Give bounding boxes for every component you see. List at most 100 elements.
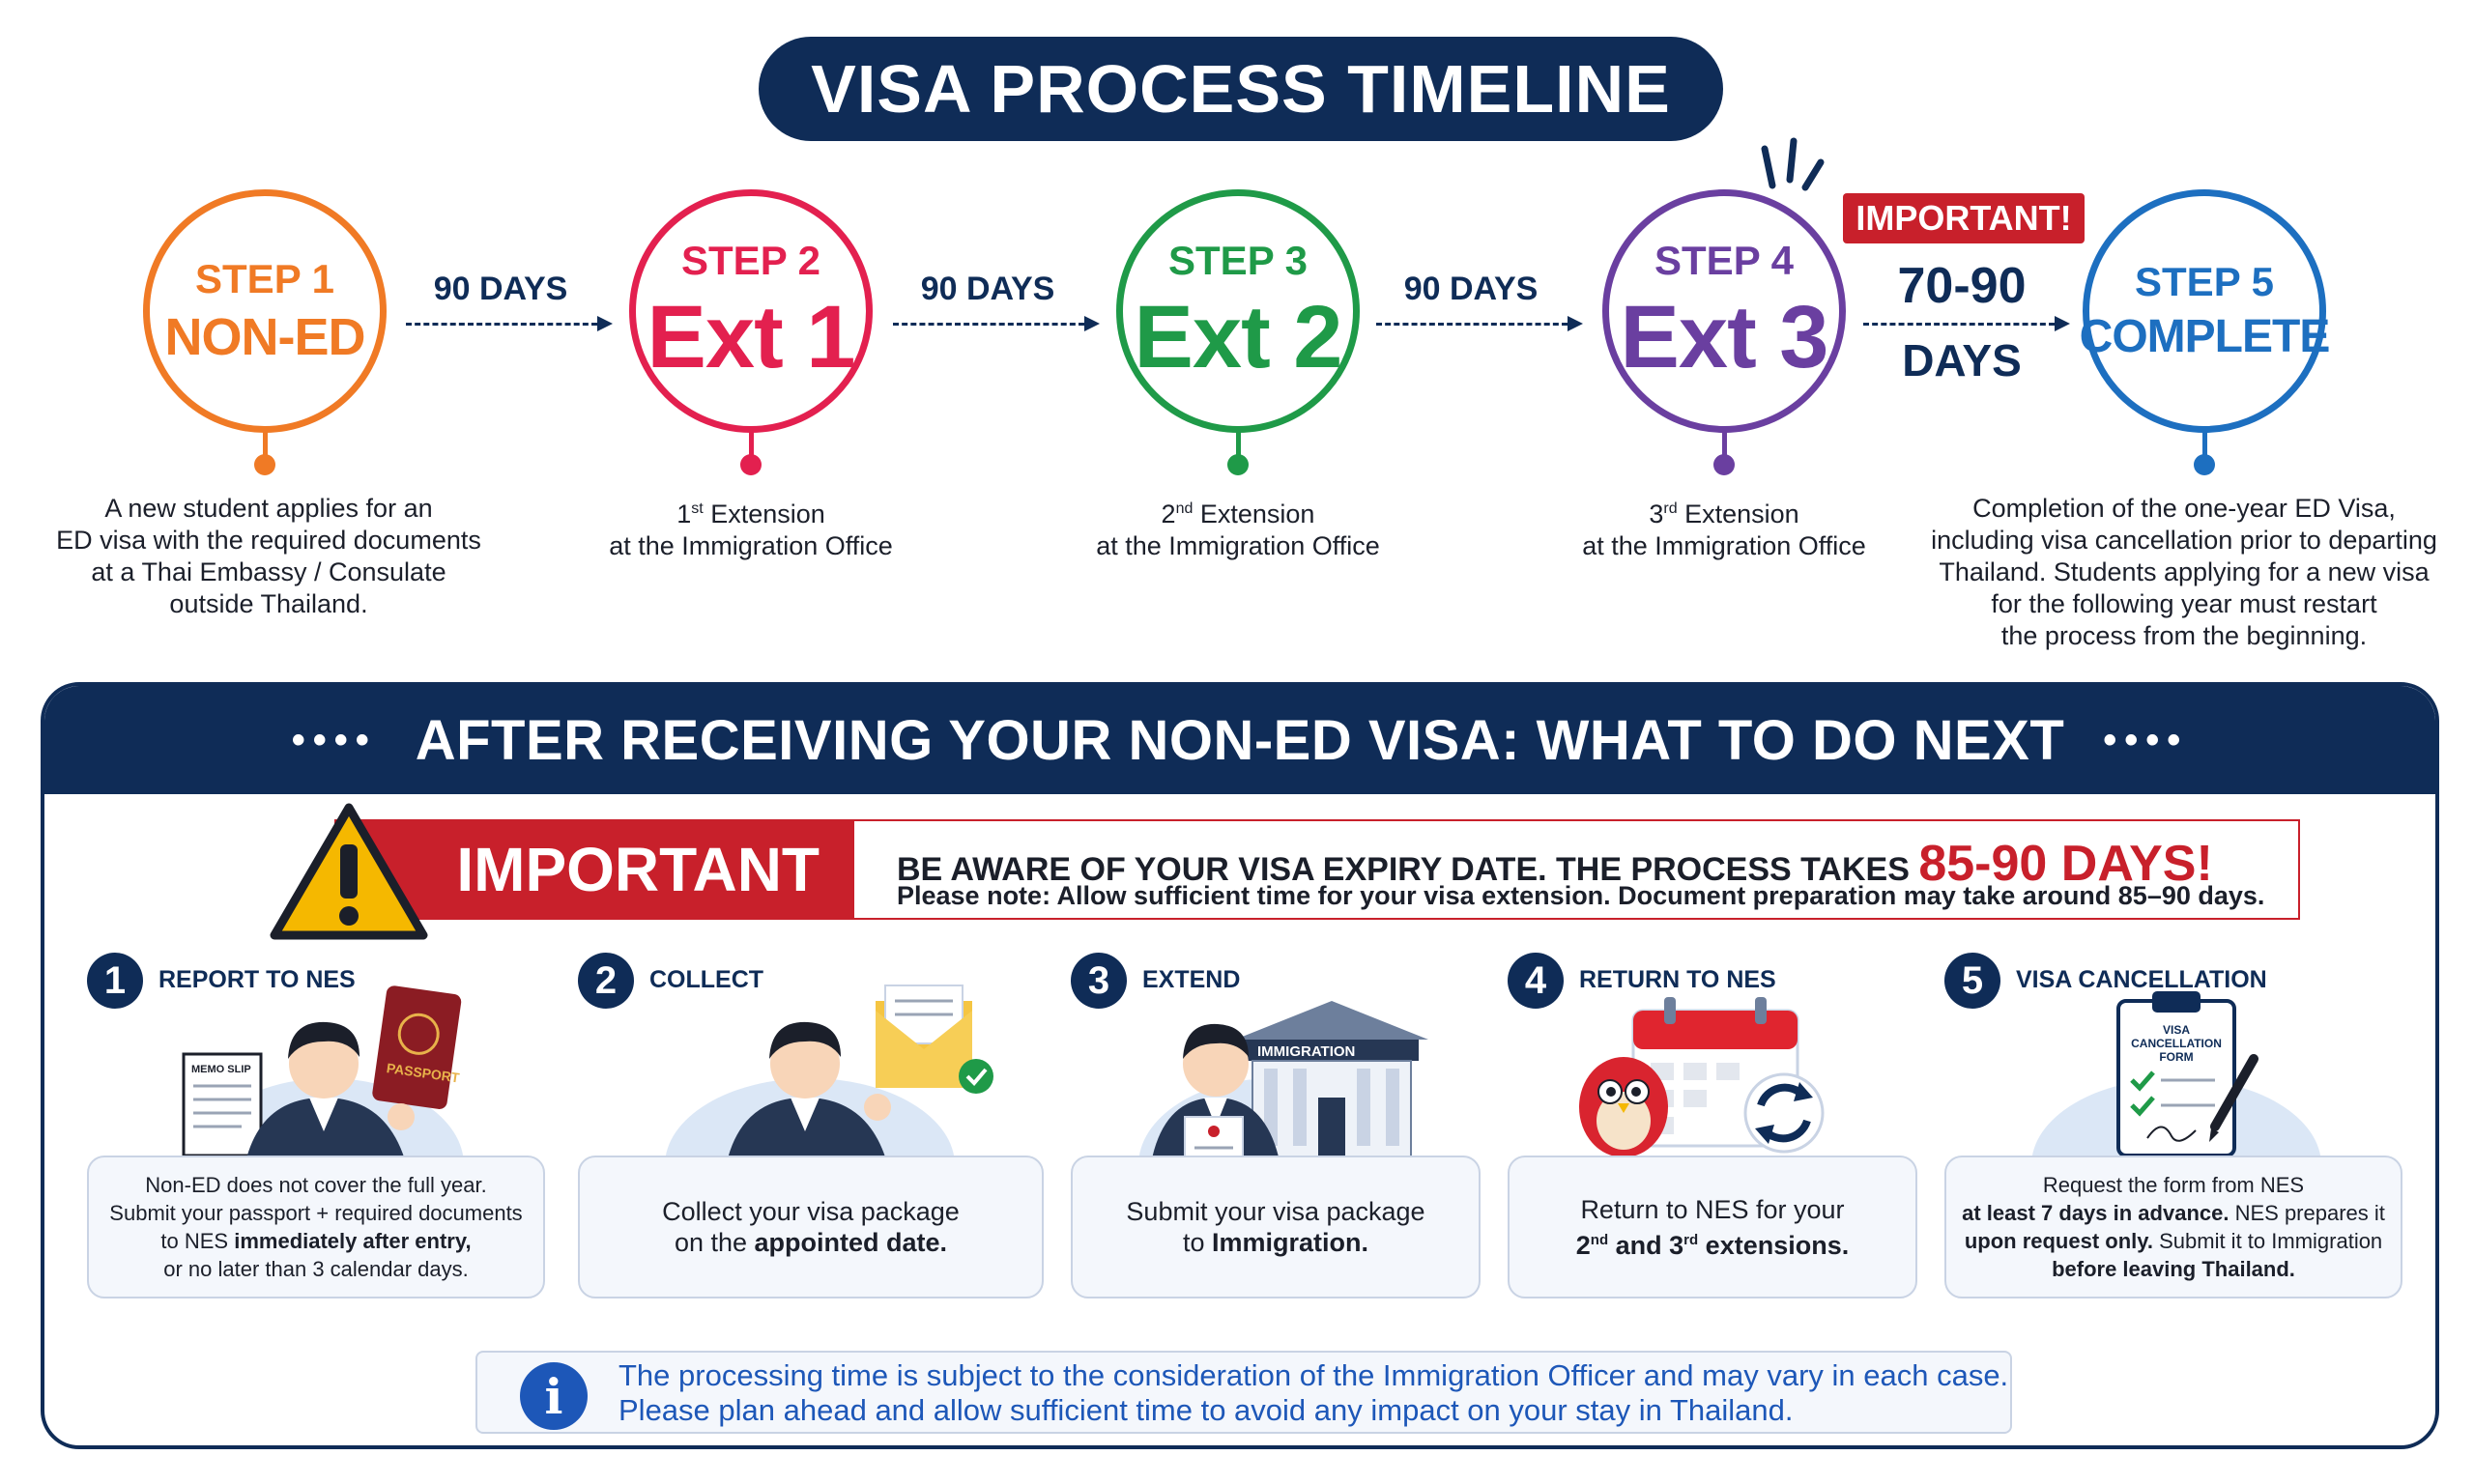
step-5-name: COMPLETE: [2079, 311, 2331, 362]
step-4-label: STEP 4: [1654, 238, 1794, 283]
text: NES prepares it: [2229, 1201, 2385, 1225]
desc-text: Extension: [703, 499, 825, 528]
ordinal-suffix: rd: [1683, 1231, 1699, 1248]
step-5-desc-line: Thailand. Students applying for a new vi…: [1939, 557, 2430, 586]
ordinal-number: 2: [1575, 1230, 1591, 1260]
action-2-card: Collect your visa package on the appoint…: [578, 1156, 1044, 1298]
step-5-circle: STEP 5 COMPLETE: [2080, 189, 2330, 433]
step-3-circle: STEP 3 Ext 2: [1116, 189, 1360, 433]
action-2-number: 2: [578, 953, 634, 1009]
step-1-desc-line: outside Thailand.: [169, 589, 368, 618]
ordinal-suffix: st: [691, 500, 704, 517]
step-2-name: Ext 1: [647, 288, 856, 386]
warning-icon: [270, 803, 428, 940]
action-4-line: Return to NES for your: [1580, 1194, 1845, 1224]
cancellation-illustration-icon: VISA CANCELLATION FORM: [2031, 991, 2321, 1184]
form-tag: CANCELLATION: [2131, 1037, 2222, 1050]
step-1-label: STEP 1: [195, 256, 334, 301]
step-1-circle: STEP 1 NON-ED: [143, 189, 387, 433]
info-note: i The processing time is subject to the …: [475, 1351, 2012, 1434]
action-4-line: 2nd and 3rd extensions.: [1576, 1225, 1849, 1261]
interval-2-arrow: [893, 314, 1100, 333]
step-5-desc-line: including visa cancellation prior to dep…: [1931, 526, 2437, 555]
header-dots-right: ••••: [2103, 718, 2189, 761]
info-line-2: Please plan ahead and allow sufficient t…: [618, 1393, 1794, 1427]
step-3-description: 2nd Extension at the Immigration Office: [1025, 493, 1451, 562]
action-1-number: 1: [87, 953, 143, 1009]
action-4-card: Return to NES for your 2nd and 3rd exten…: [1508, 1156, 1917, 1298]
action-2-title: COLLECT: [649, 966, 764, 993]
step-3-desc-line: at the Immigration Office: [1096, 531, 1380, 560]
return-illustration-icon: [1579, 997, 1825, 1157]
important-line-1: BE AWARE OF YOUR VISA EXPIRY DATE. THE P…: [897, 835, 2213, 893]
step-3-label: STEP 3: [1168, 238, 1308, 283]
action-5: 5 VISA CANCELLATION VISA CANCELLATION FO…: [1944, 953, 2402, 1298]
step-1-dot: [254, 454, 275, 475]
next-steps-panel: •••• AFTER RECEIVING YOUR NON-ED VISA: W…: [41, 682, 2439, 1449]
action-4: 4 RETURN TO NES: [1508, 953, 1917, 1298]
step-5-stem: [2202, 431, 2207, 458]
ordinal-suffix: nd: [1175, 500, 1194, 517]
action-5-title: VISA CANCELLATION: [2016, 966, 2267, 993]
step-3-name: Ext 2: [1134, 288, 1343, 386]
step-5-label: STEP 5: [2135, 259, 2274, 304]
action-1-text: Non-ED does not cover the full year. Sub…: [109, 1171, 522, 1283]
step-5-description: Completion of the one-year ED Visa, incl…: [1904, 493, 2464, 652]
page-title: VISA PROCESS TIMELINE: [759, 37, 1723, 141]
important-label: IMPORTANT: [336, 821, 854, 918]
step-1-desc-line: at a Thai Embassy / Consulate: [91, 557, 446, 586]
action-2: 2 COLLECT Collect your visa package on t…: [578, 953, 1044, 1298]
final-interval-unit: DAYS: [1902, 335, 2022, 385]
action-3: 3 EXTEND IMMIGRATION Submit your v: [1071, 953, 1481, 1298]
action-4-title: RETURN TO NES: [1579, 966, 1776, 993]
action-1-line: Non-ED does not cover the full year.: [145, 1173, 487, 1197]
info-icon: i: [520, 1362, 588, 1430]
action-5-line: at least 7 days in advance. NES prepares…: [1962, 1199, 2385, 1227]
step-2-label: STEP 2: [681, 238, 820, 283]
action-1-line: or no later than 3 calendar days.: [163, 1257, 469, 1281]
step-3-dot: [1227, 454, 1249, 475]
text: to NES: [160, 1229, 235, 1253]
action-3-number: 3: [1071, 953, 1127, 1009]
text: to: [1182, 1228, 1212, 1257]
immigration-tag: IMMIGRATION: [1257, 1043, 1355, 1060]
important-tag: IMPORTANT!: [1843, 193, 2085, 243]
step-5-dot: [2194, 454, 2215, 475]
action-3-line: Submit your visa package: [1126, 1197, 1425, 1226]
interval-1-label: 90 DAYS: [433, 271, 568, 307]
action-5-card: Request the form from NES at least 7 day…: [1944, 1156, 2402, 1298]
step-4-desc-line: 3rd Extension: [1511, 493, 1937, 530]
action-3-title: EXTEND: [1142, 966, 1241, 993]
step-4-desc-line: at the Immigration Office: [1582, 531, 1866, 560]
emphasis: immediately after entry,: [234, 1229, 472, 1253]
step-2-dot: [740, 454, 762, 475]
emphasis: extensions.: [1698, 1230, 1850, 1260]
step-4-description: 3rd Extension at the Immigration Office: [1511, 493, 1937, 562]
important-banner: IMPORTANT BE AWARE OF YOUR VISA EXPIRY D…: [334, 819, 2300, 920]
step-2-description: 1st Extension at the Immigration Office: [538, 493, 964, 562]
action-5-number: 5: [1944, 953, 2000, 1009]
action-1-line: Submit your passport + required document…: [109, 1201, 523, 1225]
emphasis: and: [1608, 1230, 1670, 1260]
step-1-name: NON-ED: [164, 308, 366, 366]
action-5-line: Request the form from NES: [2042, 1173, 2305, 1197]
final-interval-range: 70-90: [1897, 258, 2027, 314]
action-1-line: to NES immediately after entry,: [109, 1227, 522, 1255]
step-5-desc-line: Completion of the one-year ED Visa,: [1972, 494, 2396, 523]
report-illustration-icon: MEMO SLIP PASSPORT: [182, 985, 464, 1184]
step-2-desc-line: at the Immigration Office: [609, 531, 893, 560]
step-2-desc-line: 1st Extension: [538, 493, 964, 530]
final-interval-arrow: [1863, 314, 2070, 333]
text: on the: [674, 1228, 755, 1257]
form-tag: VISA: [2163, 1023, 2190, 1037]
emphasis: before leaving Thailand.: [2052, 1257, 2295, 1281]
step-5-desc-line: the process from the beginning.: [2000, 621, 2368, 650]
memo-slip-tag: MEMO SLIP: [191, 1064, 251, 1075]
ordinal-suffix: nd: [1590, 1231, 1609, 1248]
step-1-description: A new student applies for an ED visa wit…: [19, 493, 518, 620]
panel-header-title: AFTER RECEIVING YOUR NON-ED VISA: WHAT T…: [415, 708, 2065, 772]
interval-3-arrow: [1376, 314, 1583, 333]
emphasis: upon request only.: [1964, 1229, 2153, 1253]
ordinal-suffix: rd: [1663, 500, 1678, 517]
action-3-card: Submit your visa package to Immigration.: [1071, 1156, 1481, 1298]
